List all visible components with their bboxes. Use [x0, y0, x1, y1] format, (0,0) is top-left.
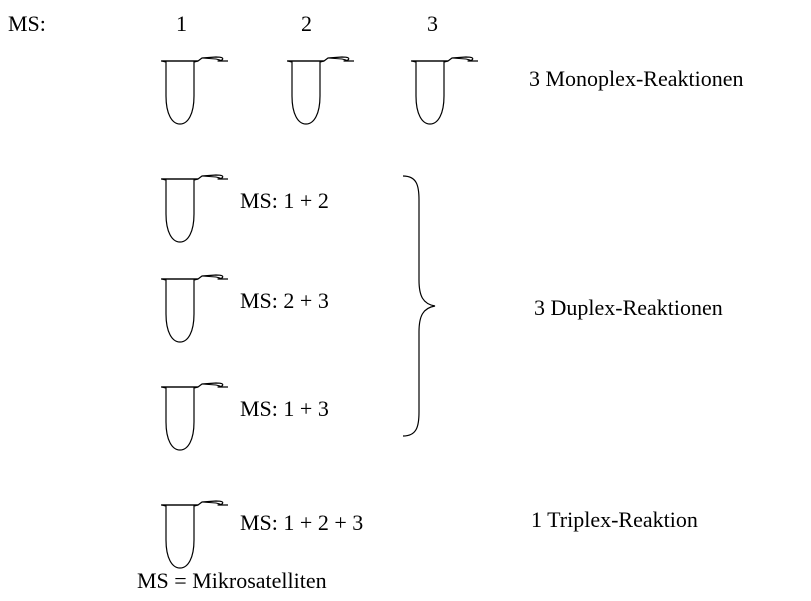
monoplex-tube-3 [408, 52, 488, 130]
column-number-3: 3 [427, 11, 438, 36]
duplex-tube-1 [158, 170, 238, 248]
duplex-reaction-label-3: MS: 1 + 3 [240, 396, 329, 421]
triplex-tube [158, 496, 238, 574]
duplex-group-label: 3 Duplex-Reaktionen [534, 295, 723, 320]
duplex-reaction-label-1: MS: 1 + 2 [240, 188, 329, 213]
monoplex-tube-2 [284, 52, 364, 130]
column-number-1: 1 [176, 11, 187, 36]
monoplex-group-label: 3 Monoplex-Reaktionen [529, 66, 744, 91]
monoplex-tube-1 [158, 52, 238, 130]
legend-text: MS = Mikrosatelliten [137, 568, 327, 593]
duplex-group-brace [402, 175, 436, 437]
duplex-tube-2 [158, 270, 238, 348]
triplex-reaction-label: MS: 1 + 2 + 3 [240, 510, 364, 535]
triplex-group-label: 1 Triplex-Reaktion [531, 507, 698, 532]
ms-header-label: MS: [8, 11, 46, 36]
column-number-2: 2 [301, 11, 312, 36]
duplex-tube-3 [158, 378, 238, 456]
duplex-reaction-label-2: MS: 2 + 3 [240, 288, 329, 313]
